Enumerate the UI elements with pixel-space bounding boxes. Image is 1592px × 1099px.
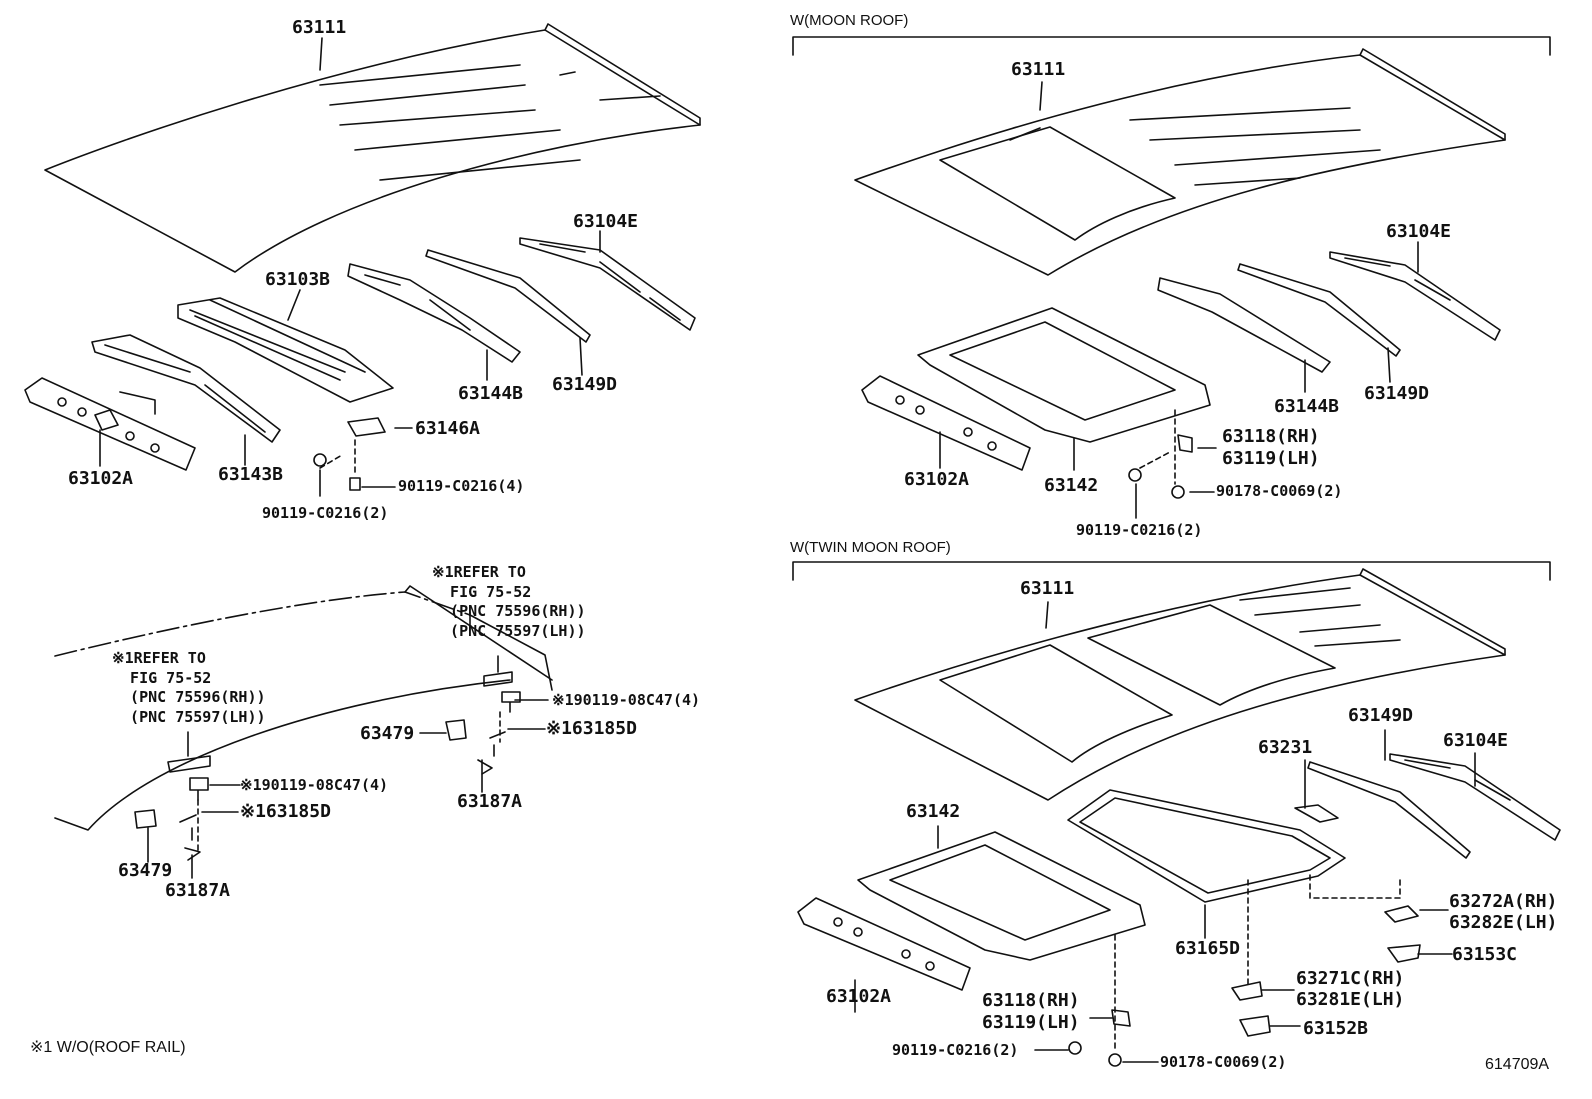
part-label-63144B-base: 63144B [458,383,524,404]
roof-bow-63104E-twin [1389,753,1561,841]
part-label-90119-C0216-2-moon: 90119-C0216(2) [1076,521,1203,539]
part-label-63102A-base: 63102A [68,468,134,489]
twin-moon-roof-header: W(TWIN MOON ROOF) [790,539,951,556]
fasteners-twin [1068,874,1421,1067]
part-label-63102A-moon: 63102A [904,469,970,490]
front-header-63102A-moon [861,375,1031,471]
roof-bow-63149D-moon [1237,263,1401,357]
roof-bow-63149D-twin [1307,761,1471,859]
part-label-63142-moon: 63142 [1044,475,1099,496]
part-label-63272A-rh: 63272A(RH) [1449,891,1558,912]
part-label-rail-clip-lower: ※163185D [240,801,331,822]
part-label-63479-lower: 63479 [118,860,173,881]
refer-note-upper: ※1REFER TO FIG 75-52 (PNC 75596(RH)) (PN… [432,563,586,640]
part-label-63149D-moon: 63149D [1364,383,1430,404]
part-label-63118-rh-twin: 63118(RH) [982,990,1080,1011]
rail-fasteners-upper [445,691,521,775]
rail-cover-upper [469,611,513,687]
leader-lines-moon [939,81,1419,519]
twin-moon-roof-bracket [792,561,1551,581]
refer-note-lower: ※1REFER TO FIG 75-52 (PNC 75596(RH)) (PN… [112,649,266,726]
part-label-90178-C0069-moon: 90178-C0069(2) [1216,482,1343,500]
part-label-90119-C0216-2-twin: 90119-C0216(2) [892,1041,1019,1059]
roof-bow-63144B-moon [1157,277,1331,373]
part-label-63111-moon: 63111 [1011,59,1066,80]
part-label-90119-C0216-2-base: 90119-C0216(2) [262,504,389,522]
part-label-63149D-base: 63149D [552,374,618,395]
part-label-63111-twin: 63111 [1020,578,1075,599]
part-label-63142-twin: 63142 [906,801,961,822]
roof-panel-moon [854,48,1506,276]
fasteners-base [313,417,386,491]
part-label-63187A-lower: 63187A [165,880,231,901]
part-label-63282E-lh: 63282E(LH) [1449,912,1558,933]
part-label-63479-upper: 63479 [360,723,415,744]
roof-bow-63104E-moon [1329,251,1501,341]
rail-cover-lower [167,731,211,773]
part-label-63104E-base: 63104E [573,211,639,232]
roof-panel-base [44,23,701,273]
part-label-90178-C0069-twin: 90178-C0069(2) [1160,1053,1287,1071]
figure-id: 614709A [1485,1056,1550,1073]
leader-lines-rail [147,699,549,879]
moon-roof-header: W(MOON ROOF) [790,12,909,29]
part-label-63119-lh-moon: 63119(LH) [1222,448,1320,469]
rail-fasteners-lower [134,777,209,861]
roof-bow-63149D-base [425,249,591,343]
part-label-63104E-moon: 63104E [1386,221,1452,242]
roof-bow-63104E-base [519,237,696,331]
footnote: ※1 W/O(ROOF RAIL) [30,1039,186,1056]
part-label-rail-bolt-lower: ※190119-08C47(4) [240,776,389,794]
part-label-63153C: 63153C [1452,944,1518,965]
part-label-63149D-twin: 63149D [1348,705,1414,726]
part-label-63118-rh-moon: 63118(RH) [1222,426,1320,447]
fasteners-moon [1128,409,1193,499]
part-label-63111-base: 63111 [292,17,347,38]
leader-lines-twin [854,601,1476,1063]
roof-bow-63144B-base [347,263,521,363]
part-label-63103B: 63103B [265,269,331,290]
part-label-63271C-rh: 63271C(RH) [1296,968,1405,989]
part-label-63104E-twin: 63104E [1443,730,1509,751]
part-label-63144B-moon: 63144B [1274,396,1340,417]
part-label-63187A-upper: 63187A [457,791,523,812]
part-label-rail-clip-upper: ※163185D [546,718,637,739]
part-label-63231: 63231 [1258,737,1313,758]
part-label-63152B: 63152B [1303,1018,1369,1039]
front-header-63102A-base [24,377,196,471]
roof-panel-twin [854,568,1506,801]
sunroof-housing-63165D [1067,789,1346,903]
part-label-63143B: 63143B [218,464,284,485]
moon-roof-frame-63142-twin [857,831,1146,961]
roof-rail-outline [54,585,553,831]
part-label-rail-bolt-upper: ※190119-08C47(4) [552,691,701,709]
moon-roof-bracket [792,36,1551,56]
leader-lines-base [99,37,601,497]
roof-bow-63143B [91,334,281,443]
front-header-63102A-twin [797,897,971,991]
bracket-63231 [1294,804,1339,823]
moon-roof-frame-63142 [917,307,1211,443]
part-label-90119-C0216-4: 90119-C0216(4) [398,477,525,495]
part-label-63119-lh-twin: 63119(LH) [982,1012,1080,1033]
part-label-63102A-twin: 63102A [826,986,892,1007]
roof-bow-63103B [177,297,394,403]
part-label-63165D: 63165D [1175,938,1241,959]
part-label-63281E-lh: 63281E(LH) [1296,989,1405,1010]
part-label-63146A: 63146A [415,418,481,439]
